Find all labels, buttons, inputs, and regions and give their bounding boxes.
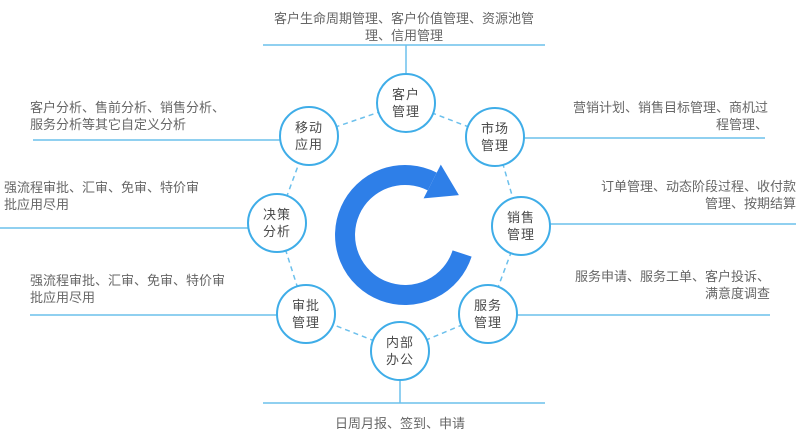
node-label: 管理 — [391, 104, 420, 119]
node-label: 管理 — [291, 315, 320, 330]
node-label: 内部 — [385, 335, 414, 350]
ring-link-market-sales — [494, 136, 522, 227]
label-approval-flow-bottom: 强流程审批、汇审、免审、特价审 批应用尽用 — [30, 273, 226, 305]
ring-link-sales-service — [487, 225, 522, 315]
node-mobile-apps: 移动 应用 — [279, 106, 339, 166]
node-label: 应用 — [294, 137, 323, 152]
label-daily-reports: 日周月报、签到、申请 — [334, 416, 465, 431]
label-order-management: 订单管理、动态阶段过程、收付款 管理、按期结算 — [600, 179, 796, 211]
label-analysis: 客户分析、售前分析、销售分析、 服务分析等其它自定义分析 — [30, 100, 226, 132]
node-label: 服务 — [473, 298, 502, 313]
node-label: 移动 — [294, 120, 323, 135]
node-label: 管理 — [506, 227, 535, 242]
ring-link-decision-mobile — [276, 135, 310, 224]
node-approval-management: 审批 管理 — [276, 284, 336, 344]
circular-cycle-arrow-icon — [335, 164, 472, 305]
node-internal-office: 内部 办公 — [370, 321, 430, 381]
node-decision-analysis: 决策 分析 — [247, 193, 307, 253]
node-label: 管理 — [473, 315, 502, 330]
node-market-management: 市场 管理 — [465, 107, 525, 167]
node-label: 办公 — [385, 352, 414, 367]
node-label: 分析 — [262, 224, 291, 239]
node-customer-management: 客户 管理 — [376, 73, 436, 133]
ring-link-service-internal — [399, 313, 489, 352]
ring-link-customer-market — [405, 102, 496, 138]
node-label: 管理 — [480, 138, 509, 153]
node-service-management: 服务 管理 — [458, 284, 518, 344]
node-label: 审批 — [291, 298, 320, 313]
label-customer-lifecycle: 客户生命周期管理、客户价值管理、资源池管 理、信用管理 — [273, 11, 534, 43]
cycle-arrowhead — [423, 164, 459, 199]
node-label: 销售 — [506, 210, 535, 225]
node-label: 决策 — [262, 207, 291, 222]
label-marketing-plan: 营销计划、销售目标管理、商机过 程管理、 — [572, 100, 768, 132]
label-approval-flow-mid: 强流程审批、汇审、免审、特价审 批应用尽用 — [4, 180, 200, 212]
label-service-requests: 服务申请、服务工单、客户投诉、 满意度调查 — [574, 269, 770, 301]
ring-link-approval-decision — [276, 222, 307, 315]
node-sales-management: 销售 管理 — [491, 196, 551, 256]
node-label: 市场 — [480, 121, 509, 136]
node-label: 客户 — [391, 87, 420, 102]
cycle-arc — [335, 165, 472, 305]
